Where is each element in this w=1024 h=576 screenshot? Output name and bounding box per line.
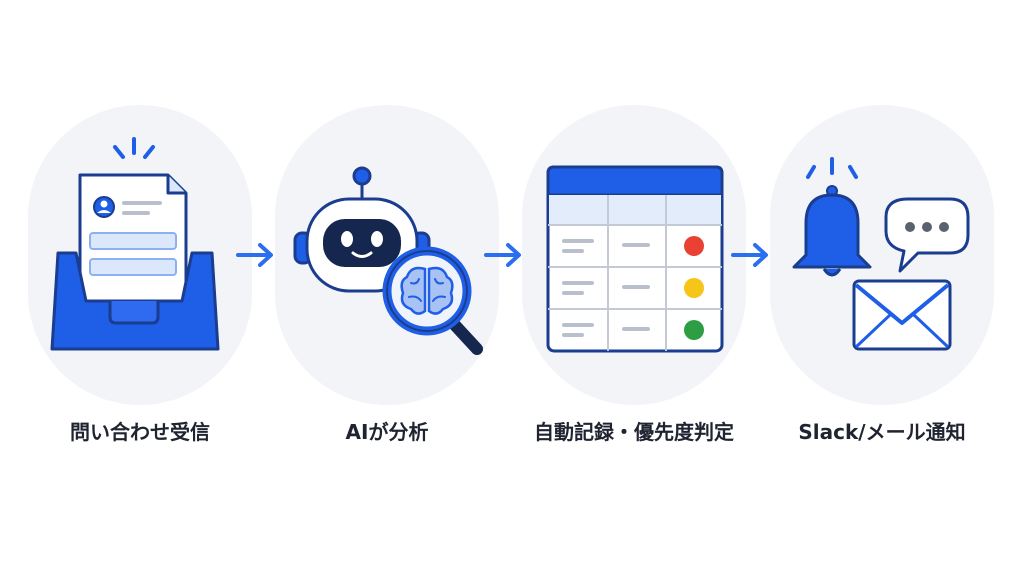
robot-brain-magnifier-icon bbox=[293, 166, 483, 355]
step-ai-analysis: AIが分析 bbox=[275, 0, 499, 576]
step-label: AIが分析 bbox=[345, 420, 429, 444]
step-label: 問い合わせ受信 bbox=[70, 420, 210, 444]
step-label: 自動記録・優先度判定 bbox=[534, 420, 734, 444]
step-notification: Slack/メール通知 bbox=[770, 0, 994, 576]
step-record-priority: 自動記録・優先度判定 bbox=[522, 0, 746, 576]
spreadsheet-priority-icon bbox=[546, 165, 724, 353]
step-label: Slack/メール通知 bbox=[798, 420, 966, 444]
bell-chat-mail-icon bbox=[792, 157, 970, 351]
inbox-document-icon bbox=[50, 137, 220, 351]
arrow-right-icon bbox=[236, 243, 273, 267]
arrow-right-icon bbox=[731, 243, 768, 267]
arrow-right-icon bbox=[484, 243, 521, 267]
step-inquiry: 問い合わせ受信 bbox=[28, 0, 252, 576]
